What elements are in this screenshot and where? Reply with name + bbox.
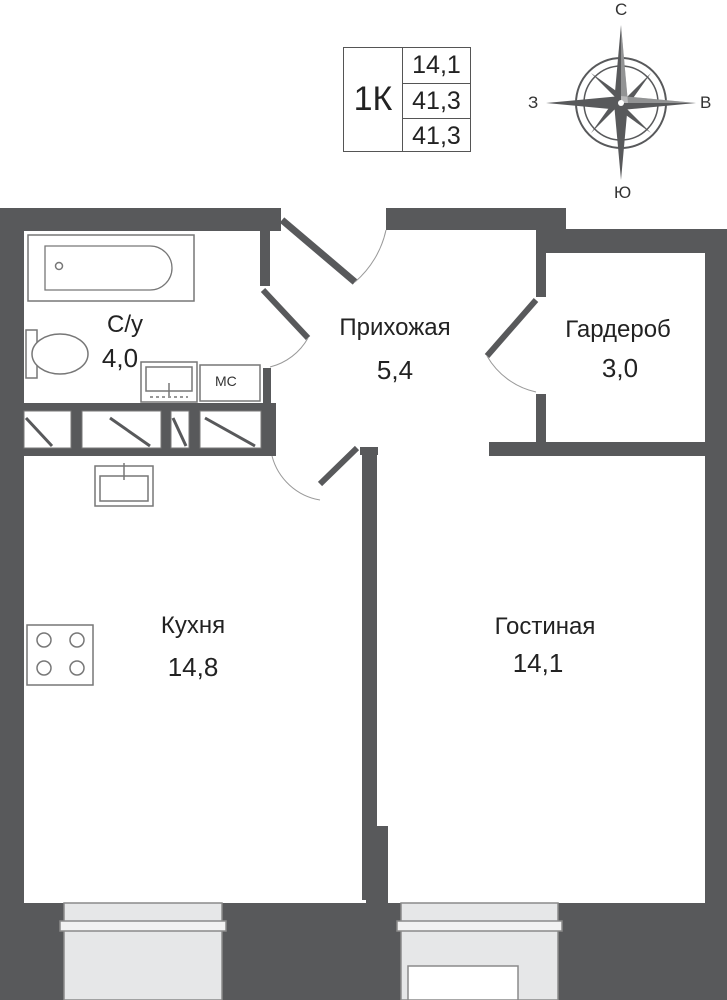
compass-north-highlight: [621, 25, 628, 103]
compass-north-label: С: [615, 0, 628, 19]
room-hall-area: 5,4: [376, 355, 414, 385]
wall-wardrobe-left-top: [536, 229, 546, 297]
windows: [59, 902, 563, 1000]
room-living-name: Гостиная: [494, 613, 596, 640]
door-kitchen-swing: [271, 455, 321, 501]
wall-bottom-middle: [222, 903, 401, 1000]
summary-area-3: 41,3: [403, 118, 470, 153]
wall-top-right: [545, 229, 727, 253]
partition-bath-hall-mid: [263, 368, 271, 406]
niche-diagonal-3: [171, 417, 188, 447]
wall-bottom-right: [558, 903, 727, 1000]
wall-left: [0, 208, 24, 1000]
room-bathroom-name: С/у: [107, 311, 143, 338]
compass-center: [618, 100, 624, 106]
window-living-sill: [396, 920, 563, 932]
toilet-bowl: [31, 333, 89, 375]
room-bathroom-area: 4,0: [101, 343, 139, 373]
compass-rose-icon: [546, 25, 696, 180]
niche-diagonal-4: [204, 416, 256, 448]
niche-diagonal-2: [109, 416, 151, 448]
doors: [260, 217, 539, 501]
washing-machine: [199, 364, 261, 402]
wall-wardrobe-left-bottom: [536, 394, 546, 446]
wall-wardrobe-bottom: [489, 442, 705, 456]
partition-bath-hall-top: [260, 231, 270, 286]
door-wardrobe-leaf: [484, 298, 539, 358]
partition-kitchen-living-lower: [366, 826, 388, 903]
wall-right-step: [545, 208, 566, 253]
kitchen-fixtures: [26, 463, 154, 686]
stove-burner-icon: [36, 660, 52, 676]
compass-west-point: [546, 96, 621, 110]
stove: [26, 624, 94, 686]
room-hall-name: Прихожая: [339, 314, 451, 341]
compass-east-label: В: [700, 93, 712, 112]
wall-niches: [23, 410, 262, 449]
apartment-type: 1К: [353, 80, 393, 118]
wall-hall-stub: [360, 447, 378, 455]
door-bathroom-leaf: [260, 287, 311, 341]
door-entrance-leaf: [279, 217, 358, 285]
niche-3: [170, 410, 190, 449]
room-living-area: 14,1: [512, 648, 564, 678]
stove-burner-icon: [36, 632, 52, 648]
niche-diagonal-1: [24, 416, 54, 448]
niche-diagonals: [24, 416, 256, 448]
summary-area-2: 41,3: [403, 83, 470, 118]
summary-area-1: 14,1: [412, 50, 461, 79]
niche-4: [199, 410, 262, 449]
compass-west-label: З: [528, 93, 539, 112]
walls: [0, 208, 727, 1000]
window-living-balcony: [407, 965, 519, 1000]
apartment-summary-table: 1К 14,1 41,3 41,3: [343, 47, 471, 152]
room-kitchen-name: Кухня: [160, 612, 226, 639]
compass-south-point: [614, 103, 628, 180]
wall-top-middle: [386, 208, 566, 230]
stove-burner-icon: [69, 632, 85, 648]
compass-north-point: [614, 25, 628, 103]
summary-divider: [402, 48, 403, 151]
door-kitchen-jamb: [266, 446, 276, 456]
room-wardrobe-name: Гардероб: [565, 316, 671, 343]
kitchen-sink-basin: [99, 475, 149, 502]
window-kitchen-sill: [59, 920, 227, 932]
compass-east-point: [621, 96, 696, 110]
door-entrance-swing: [354, 229, 387, 283]
door-kitchen-leaf: [317, 445, 360, 487]
bathtub-drain-icon: [54, 261, 64, 271]
stove-burner-icon: [69, 660, 85, 676]
wall-bottom-left: [0, 903, 64, 1000]
room-wardrobe-area: 3,0: [601, 353, 639, 383]
niche-2: [81, 410, 162, 449]
bathtub-basin: [44, 245, 173, 291]
door-wardrobe-swing: [486, 355, 537, 393]
wall-right: [705, 229, 727, 1000]
window-kitchen: [63, 902, 223, 1000]
compass-east-highlight: [621, 96, 696, 103]
wall-top-left: [0, 208, 281, 231]
partition-kitchen-living: [362, 447, 377, 900]
washing-machine-label: МС: [215, 373, 237, 389]
compass-south-label: Ю: [614, 183, 632, 202]
room-kitchen-area: 14,8: [167, 652, 219, 682]
door-bathroom-swing: [269, 337, 309, 368]
bathroom-fixtures: [25, 234, 261, 403]
